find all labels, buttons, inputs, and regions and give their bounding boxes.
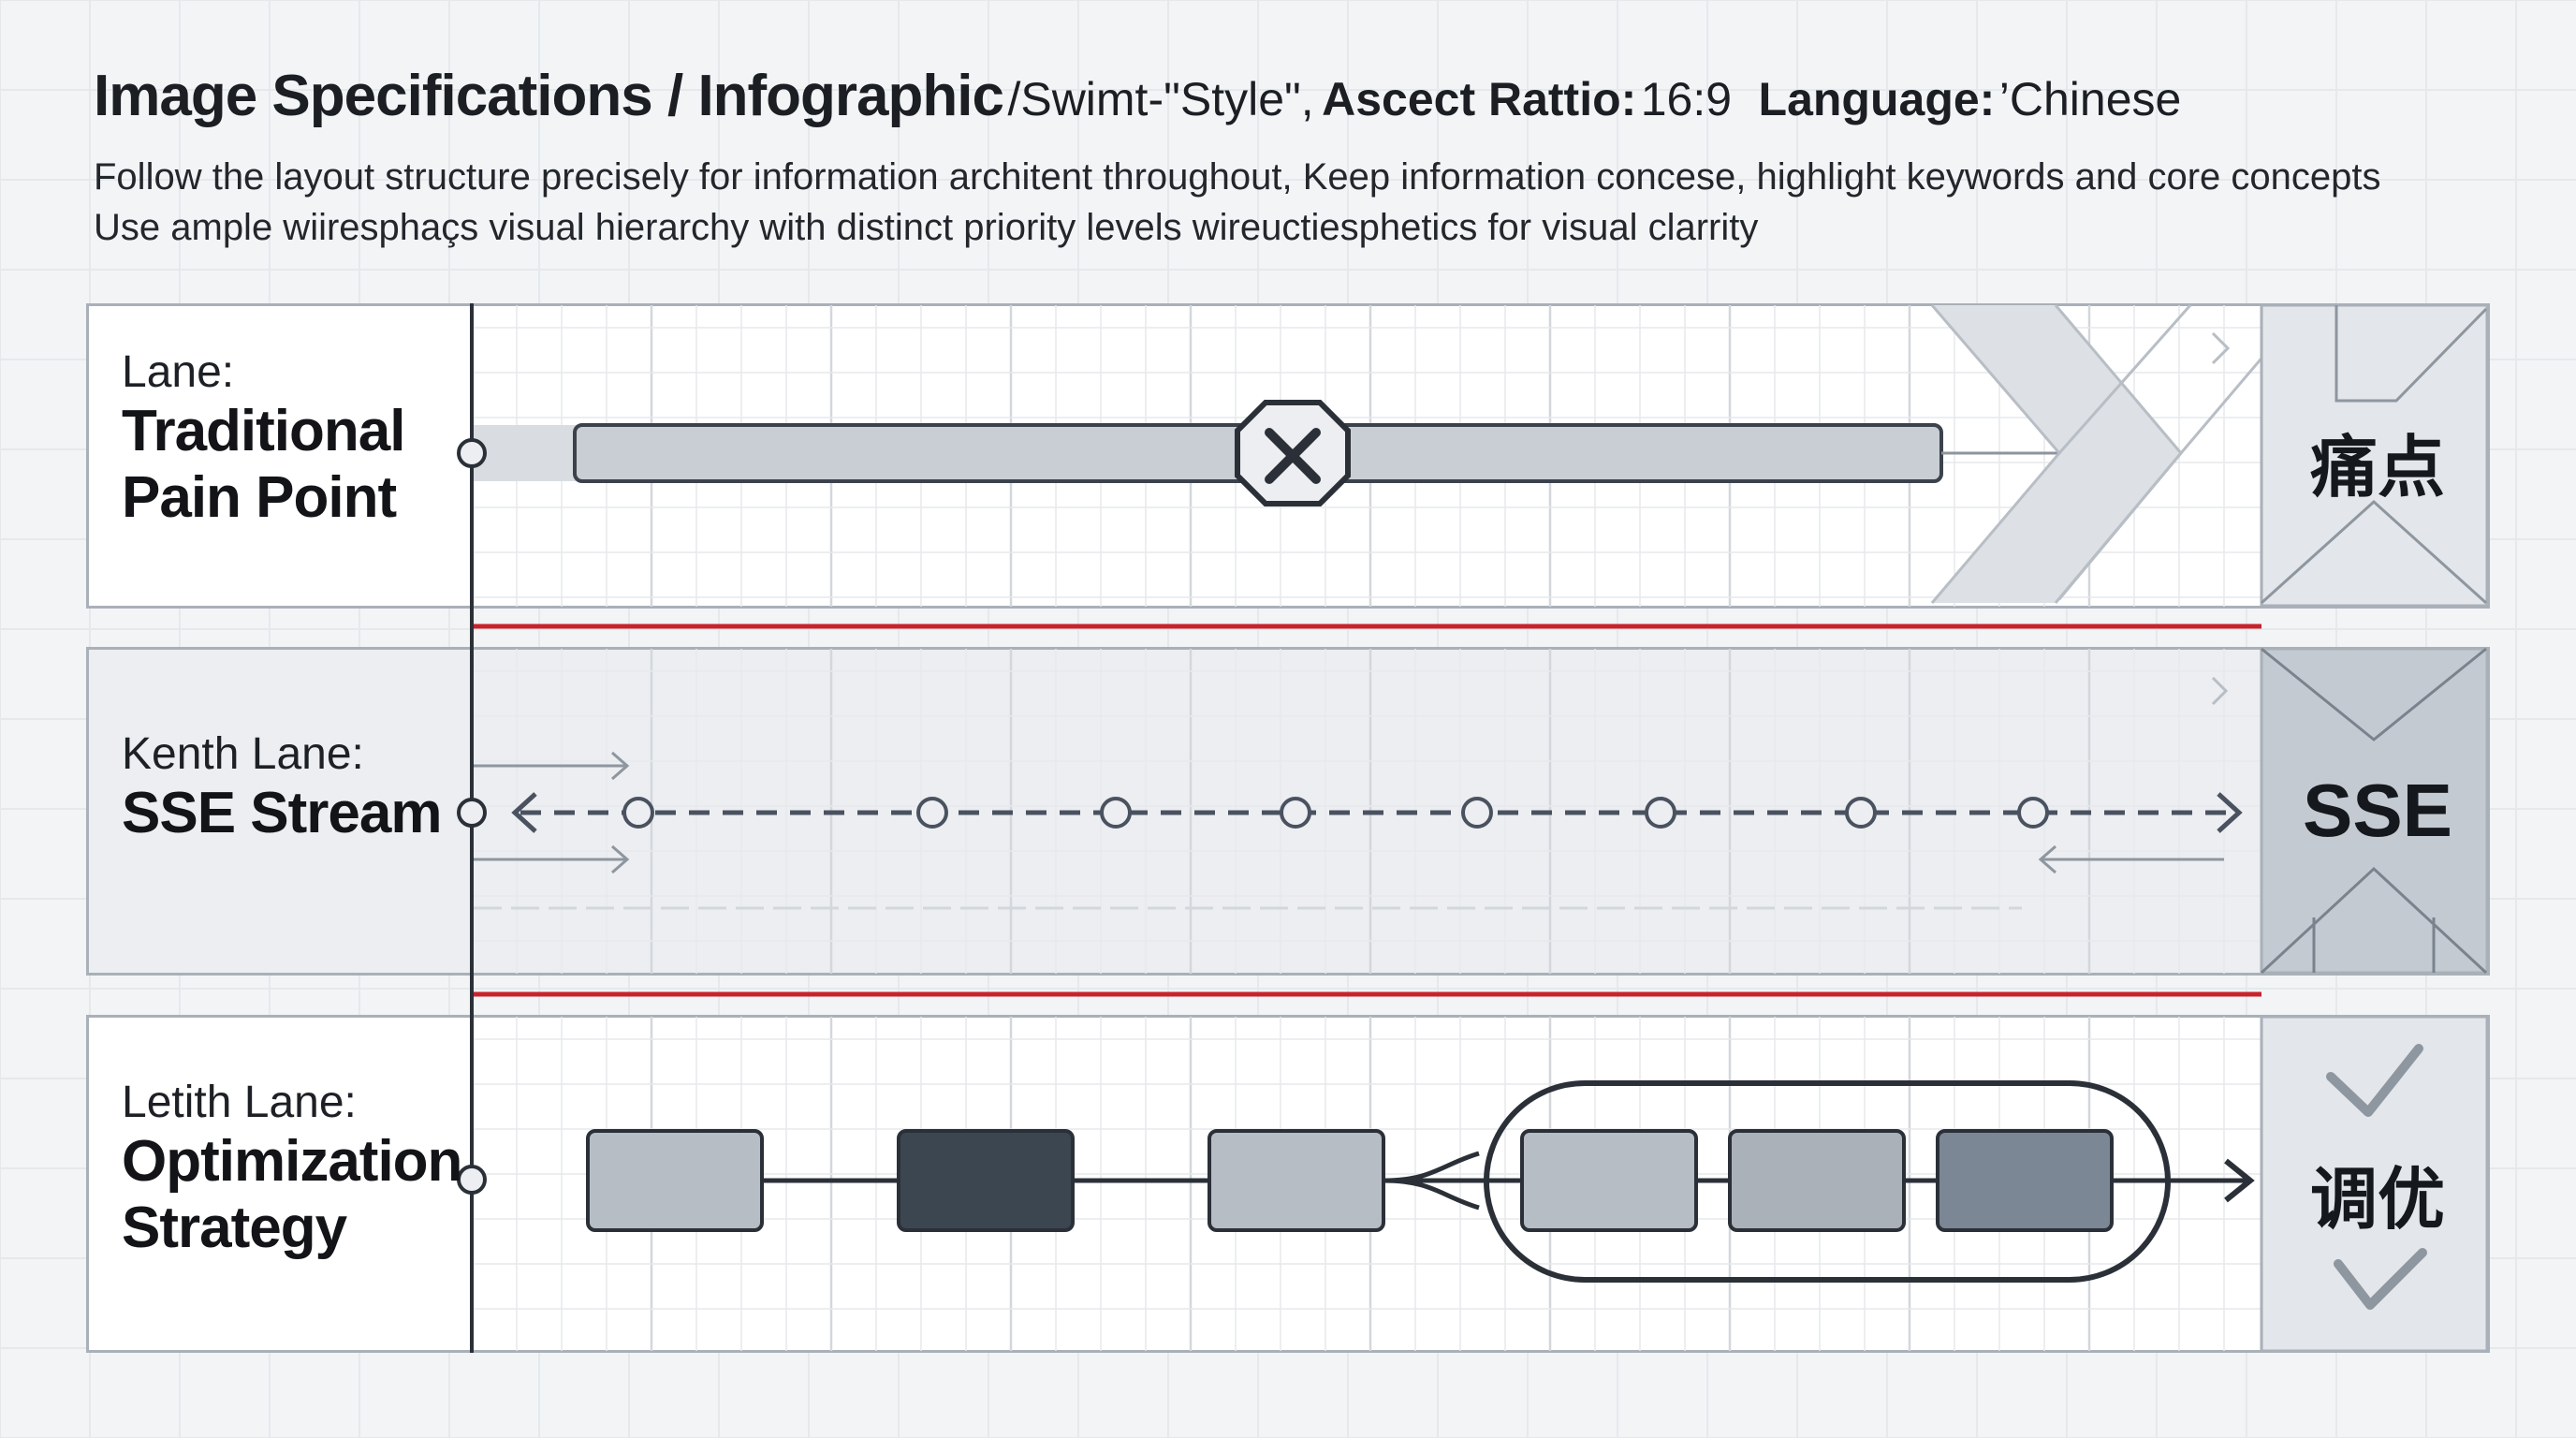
page-title: Image Specifications / Infographic — [94, 64, 1004, 128]
lane-1-tag: 痛点 — [2309, 431, 2445, 506]
sse-chevron-decor — [2211, 676, 2229, 706]
pipeline-arrow-head — [2224, 1158, 2255, 1203]
aspect-label: Ascect Rattio: — [1322, 73, 1637, 125]
spine-node-3 — [457, 1165, 487, 1195]
language-label: Language: — [1758, 73, 1996, 125]
lane-2-label: Kenth Lane: SSE Stream — [122, 728, 443, 846]
tag-2-decor — [2261, 647, 2487, 741]
lane-3-name-line-2: Strategy — [122, 1196, 347, 1261]
sse-event-node — [1100, 797, 1132, 829]
lane-2-prefix: Kenth Lane: — [122, 729, 364, 779]
sse-event-node — [916, 797, 948, 829]
check-icon — [2334, 1248, 2427, 1310]
close-x-octagon-icon — [1235, 400, 1351, 506]
sse-event-node — [622, 797, 654, 829]
pipeline-step-6 — [1936, 1129, 2114, 1232]
lane-2-tag: SSE — [2302, 769, 2453, 852]
lane-1-content — [474, 304, 2267, 604]
sse-event-node — [1645, 797, 1676, 829]
sse-event-node — [1461, 797, 1493, 829]
pain-bar-stub — [474, 425, 577, 481]
language-value: ’Chinese — [1998, 73, 2182, 125]
sse-arrow-right — [2217, 792, 2243, 833]
lane-1-name-line-2: Pain Point — [122, 465, 397, 531]
pipeline-step-1 — [586, 1129, 764, 1232]
sse-side-arrow-head — [611, 844, 630, 874]
title-line: Image Specifications / Infographic /Swim… — [94, 67, 2527, 125]
check-icon — [2326, 1044, 2423, 1117]
pipeline-step-3 — [1208, 1129, 1385, 1232]
sse-side-arrow-head — [611, 751, 630, 781]
description-line-1: Follow the layout structure precisely fo… — [94, 156, 2381, 198]
lane-3-content — [586, 1080, 2255, 1283]
pain-chevron-decor — [1930, 304, 2267, 604]
lane-1-tag-box — [2260, 303, 2489, 608]
lane-1-name-line-1: Traditional — [122, 399, 405, 464]
pipeline-step-4 — [1520, 1129, 1698, 1232]
lane-1-prefix: Lane: — [122, 347, 235, 397]
lane-3-prefix: Letith Lane: — [122, 1078, 357, 1127]
lane-3-tag: 调优 — [2309, 1163, 2445, 1238]
aspect-value: 16:9 — [1640, 73, 1733, 125]
description: Follow the layout structure precisely fo… — [94, 152, 2527, 253]
description-line-2: Use ample wiiresphaçs visual hierarchy w… — [94, 207, 1759, 248]
tag-1-decor — [2334, 305, 2488, 403]
lane-1-label: Lane: Traditional Pain Point — [122, 346, 405, 532]
pipeline-step-2 — [897, 1129, 1075, 1232]
spine-node-1 — [457, 438, 487, 468]
spine-node-2 — [457, 798, 487, 828]
pipeline-step-5 — [1728, 1129, 1906, 1232]
header: Image Specifications / Infographic /Swim… — [94, 67, 2527, 253]
sse-event-node — [2017, 797, 2049, 829]
tag-1-decor — [2260, 499, 2488, 605]
lane-2-tag-box — [2260, 647, 2489, 975]
sse-event-node — [1280, 797, 1311, 829]
lane-2-name: SSE Stream — [122, 781, 443, 846]
lane-2-content — [474, 676, 2243, 910]
tag-2-decor — [2260, 866, 2488, 975]
sse-arrow-left — [511, 792, 537, 833]
sse-side-arrow-head — [2038, 844, 2056, 874]
lane-3-label: Letith Lane: Optimization Strategy — [122, 1077, 462, 1262]
lane-3-name-line-1: Optimization — [122, 1129, 462, 1195]
sse-event-node — [1845, 797, 1877, 829]
title-style: /Swimt-"Style", — [1007, 73, 1314, 125]
